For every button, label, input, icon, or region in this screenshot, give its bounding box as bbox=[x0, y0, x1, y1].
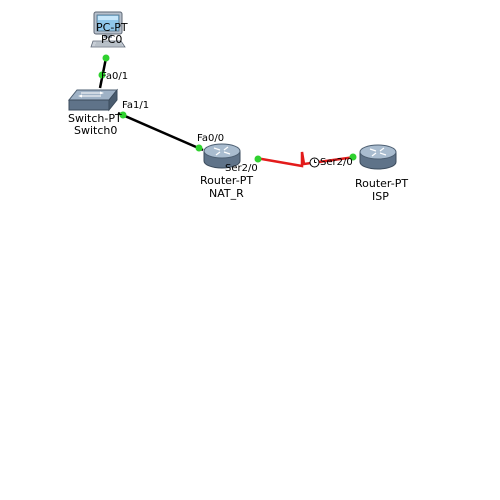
device-nat-r-type-label: Router-PT bbox=[200, 174, 254, 187]
device-pc0-name-label: PC0 bbox=[101, 33, 123, 46]
router-icon bbox=[359, 144, 397, 170]
link-light-nat-r-fa bbox=[195, 144, 203, 152]
desktop-computer-icon bbox=[90, 11, 126, 48]
device-isp-name-label: ISP bbox=[372, 190, 389, 203]
device-switch0[interactable] bbox=[67, 88, 119, 114]
clock-icon bbox=[309, 157, 320, 168]
link-light-pc0 bbox=[102, 54, 110, 62]
device-pc0-type-label: PC-PT bbox=[96, 21, 128, 34]
port-label-pc0-fa: Fa0/1 bbox=[101, 71, 129, 82]
link-light-switch0-pc bbox=[98, 71, 106, 79]
device-pc0[interactable] bbox=[90, 11, 126, 49]
network-switch-icon bbox=[67, 88, 119, 112]
device-nat-r[interactable] bbox=[202, 142, 242, 170]
link-switch0-nat-r[interactable] bbox=[117, 111, 204, 152]
device-nat-r-name-label: NAT_R bbox=[209, 187, 244, 200]
port-label-isp-ser: Ser2/0 bbox=[320, 157, 353, 168]
link-light-isp-ser bbox=[349, 153, 357, 161]
device-isp[interactable] bbox=[358, 143, 398, 171]
device-switch0-type-label: Switch-PT bbox=[68, 112, 122, 125]
port-label-nat-r-fa: Fa0/0 bbox=[197, 133, 225, 144]
router-icon bbox=[203, 143, 241, 169]
port-label-nat-r-ser: Ser2/0 bbox=[225, 163, 258, 174]
link-light-nat-r-ser bbox=[254, 155, 262, 163]
device-isp-type-label: Router-PT bbox=[355, 177, 409, 190]
device-switch0-name-label: Switch0 bbox=[74, 124, 118, 137]
link-nat-r-isp-serial[interactable] bbox=[255, 151, 356, 168]
port-label-switch0-fa: Fa1/1 bbox=[122, 100, 150, 111]
link-light-switch0-router bbox=[119, 111, 127, 119]
